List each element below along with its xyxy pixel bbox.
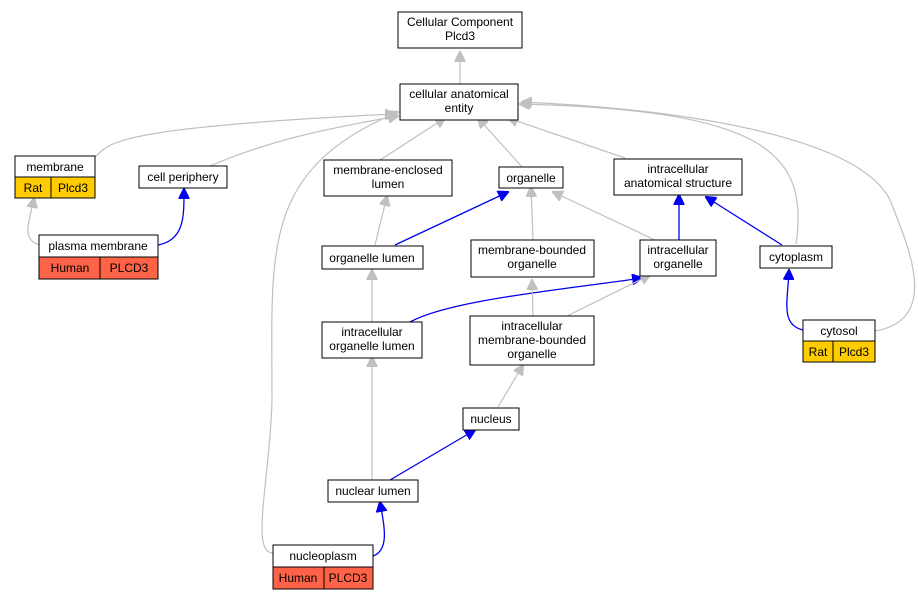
node-label-line1: membrane-enclosed <box>333 163 442 177</box>
edge-cell-periphery-to-entity <box>209 116 398 167</box>
node-cytosol[interactable]: cytosol Rat Plcd3 <box>802 319 876 363</box>
edge-membrane-to-entity <box>94 114 395 158</box>
species-label: Human <box>279 571 318 585</box>
gene-label: Plcd3 <box>58 181 88 195</box>
node-label: cytoplasm <box>769 250 823 264</box>
node-label-line1: membrane-bounded <box>478 243 586 257</box>
gene-tag <box>323 566 374 590</box>
edge-intracellular-anatomical-structure-to-entity <box>508 118 626 159</box>
node-cellular-component-root[interactable]: Cellular Component Plcd3 <box>397 11 523 49</box>
node-plasma-membrane[interactable]: plasma membrane Human PLCD3 <box>38 234 159 280</box>
node-label: cytosol <box>820 324 857 338</box>
node-label: cell periphery <box>147 170 218 184</box>
node-cytoplasm[interactable]: cytoplasm <box>759 245 833 269</box>
node-label-line1: cellular anatomical <box>409 87 508 101</box>
edge-membrane-bounded-organelle-to-organelle <box>531 187 533 241</box>
node-nucleus[interactable]: nucleus <box>462 407 520 431</box>
node-label-line1: Cellular Component <box>407 15 514 29</box>
node-label: nucleus <box>470 412 511 426</box>
node-label: nuclear lumen <box>335 484 410 498</box>
node-intracellular-organelle-lumen[interactable]: intracellular organelle lumen <box>321 321 423 359</box>
edge-nucleoplasm-to-entity <box>261 112 398 554</box>
node-intracellular-membrane-bounded-organelle[interactable]: intracellular membrane-bounded organelle <box>469 315 595 366</box>
node-nuclear-lumen[interactable]: nuclear lumen <box>327 479 419 503</box>
node-organelle[interactable]: organelle <box>498 166 564 189</box>
species-label: Rat <box>24 181 43 195</box>
edge-cytosol-to-entity <box>522 102 916 332</box>
node-label-line1: intracellular <box>501 319 562 333</box>
gene-label: PLCD3 <box>110 261 149 275</box>
node-label-line2: membrane-bounded <box>478 333 586 347</box>
node-label: plasma membrane <box>48 239 148 253</box>
node-label-line2: organelle lumen <box>329 339 414 353</box>
gene-tag <box>99 256 159 280</box>
node-label: organelle lumen <box>329 251 414 265</box>
edge-nuclear-lumen-part-of-nucleus <box>389 430 475 481</box>
node-label-line1: intracellular <box>341 325 402 339</box>
node-label: organelle <box>506 171 556 185</box>
node-nucleoplasm[interactable]: nucleoplasm Human PLCD3 <box>272 544 374 590</box>
edge-cytoplasm-to-entity <box>520 104 799 245</box>
node-intracellular-organelle[interactable]: intracellular organelle <box>639 239 717 277</box>
edge-organelle-lumen-part-of-organelle <box>394 192 508 246</box>
edge-intracellular-membrane-bounded-organelle-to-membrane-bounded-organelle <box>532 280 533 317</box>
edge-organelle-lumen-to-membrane-enclosed-lumen <box>374 196 387 246</box>
edges <box>28 52 916 557</box>
node-label-line2: lumen <box>372 177 405 191</box>
node-cell-periphery[interactable]: cell periphery <box>138 165 228 189</box>
node-label-line2: entity <box>445 101 474 115</box>
edge-cytosol-part-of-cytoplasm <box>787 270 804 331</box>
edge-cytoplasm-part-of-intracellular-anatomical-structure <box>706 197 783 246</box>
node-label: nucleoplasm <box>289 549 356 563</box>
edge-intracellular-organelle-to-organelle <box>553 192 656 241</box>
edge-nucleus-to-intracellular-membrane-bounded-organelle <box>497 365 523 408</box>
node-intracellular-anatomical-structure[interactable]: intracellular anatomical structure <box>613 158 743 196</box>
edge-membrane-enclosed-lumen-to-entity <box>379 118 445 161</box>
edge-plasma-membrane-to-membrane <box>28 198 41 246</box>
node-cellular-anatomical-entity[interactable]: cellular anatomical entity <box>399 83 519 121</box>
node-label-line1: intracellular <box>647 243 708 257</box>
node-membrane-bounded-organelle[interactable]: membrane-bounded organelle <box>470 239 595 278</box>
edge-nucleoplasm-part-of-nuclear-lumen <box>372 502 384 557</box>
gene-label: PLCD3 <box>329 571 368 585</box>
gene-tag <box>832 340 876 363</box>
node-label-line3: organelle <box>507 347 557 361</box>
node-membrane-enclosed-lumen[interactable]: membrane-enclosed lumen <box>323 159 453 197</box>
node-label: membrane <box>26 160 84 174</box>
species-label: Human <box>51 261 90 275</box>
edge-intracellular-organelle-lumen-part-of-intracellular-organelle <box>409 278 642 323</box>
edge-plasma-membrane-part-of-cell-periphery <box>157 189 184 246</box>
node-label-line2: anatomical structure <box>624 176 732 190</box>
edge-intracellular-membrane-bounded-organelle-to-intracellular-organelle <box>566 275 650 317</box>
gene-tag <box>50 176 96 199</box>
node-label-line2: organelle <box>653 257 703 271</box>
edge-organelle-to-entity <box>478 118 523 168</box>
species-label: Rat <box>809 345 828 359</box>
gene-label: Plcd3 <box>839 345 869 359</box>
node-label-line1: intracellular <box>647 162 708 176</box>
node-label-line2: organelle <box>507 257 557 271</box>
node-label-line2: Plcd3 <box>445 29 475 43</box>
node-membrane[interactable]: membrane Rat Plcd3 <box>14 155 96 199</box>
node-organelle-lumen[interactable]: organelle lumen <box>321 245 424 270</box>
